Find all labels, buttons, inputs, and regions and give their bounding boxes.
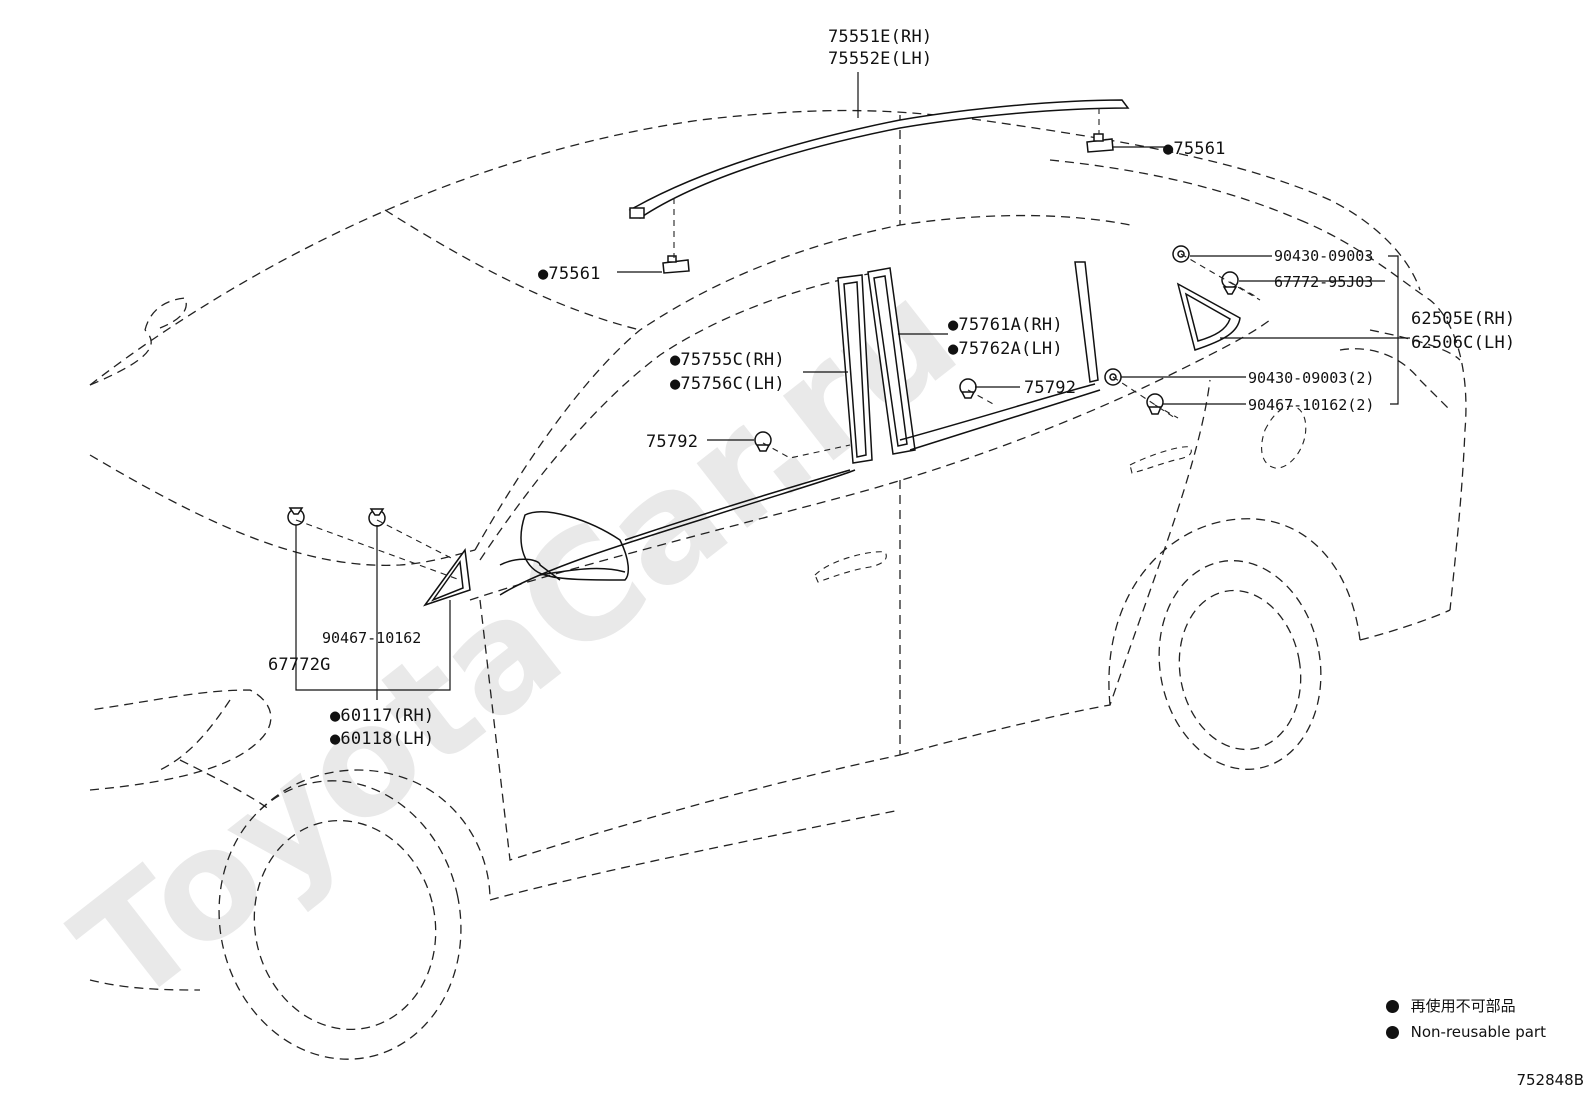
label-75561-rear: ●75561	[1163, 139, 1226, 159]
bullet-icon	[1385, 999, 1399, 1013]
label-90467-10162: 90467-10162	[322, 629, 421, 647]
front-door-corner-cover	[423, 548, 471, 607]
figure-code: 752848B	[1516, 1071, 1584, 1089]
legend: 再使用不可部品 Non-reusable part	[1385, 993, 1546, 1045]
label-67772-95j03: 67772-95J03	[1274, 273, 1373, 291]
rear-door-moulding	[899, 261, 1101, 451]
label-75552e: 75552E(LH)	[828, 49, 932, 69]
bullet-icon	[1385, 1025, 1399, 1039]
label-75756c: ●75756C(LH)	[670, 374, 785, 394]
legend-text-jp: 再使用不可部品	[1410, 997, 1516, 1015]
label-75762a: ●75762A(LH)	[948, 339, 1063, 359]
label-60118: ●60118(LH)	[330, 729, 434, 749]
legend-text-en: Non-reusable part	[1410, 1023, 1546, 1041]
roof-drip-moulding	[628, 99, 1130, 219]
part-labels: 75551E(RH) 75552E(LH) ●75561 ●75561 9043…	[268, 27, 1515, 749]
quarter-window-glass	[1176, 282, 1241, 351]
car-outline	[89, 109, 1467, 1060]
leader-lines	[295, 72, 1410, 700]
label-90467-10162-2: 90467-10162(2)	[1248, 396, 1374, 414]
legend-row-en: Non-reusable part	[1385, 1019, 1546, 1045]
label-75561-front: ●75561	[538, 264, 601, 284]
label-75755c: ●75755C(RH)	[670, 350, 785, 370]
label-62506c: 62506C(LH)	[1411, 333, 1515, 353]
clip-75561-rear	[1086, 133, 1114, 153]
label-75551e: 75551E(RH)	[828, 27, 932, 47]
installation-lines	[295, 108, 1261, 581]
label-90430-09003: 90430-09003	[1274, 247, 1373, 265]
label-75792-right: 75792	[1024, 378, 1076, 398]
label-62505e: 62505E(RH)	[1411, 309, 1515, 329]
label-75761a: ●75761A(RH)	[948, 315, 1063, 335]
label-90430-09003-2: 90430-09003(2)	[1248, 369, 1374, 387]
label-75792-left: 75792	[646, 432, 698, 452]
label-67772g: 67772G	[268, 655, 331, 675]
legend-row-jp: 再使用不可部品	[1385, 993, 1546, 1019]
center-pillar-garnish	[837, 267, 916, 464]
clip-75561-front	[662, 255, 690, 274]
label-60117: ●60117(RH)	[330, 706, 434, 726]
